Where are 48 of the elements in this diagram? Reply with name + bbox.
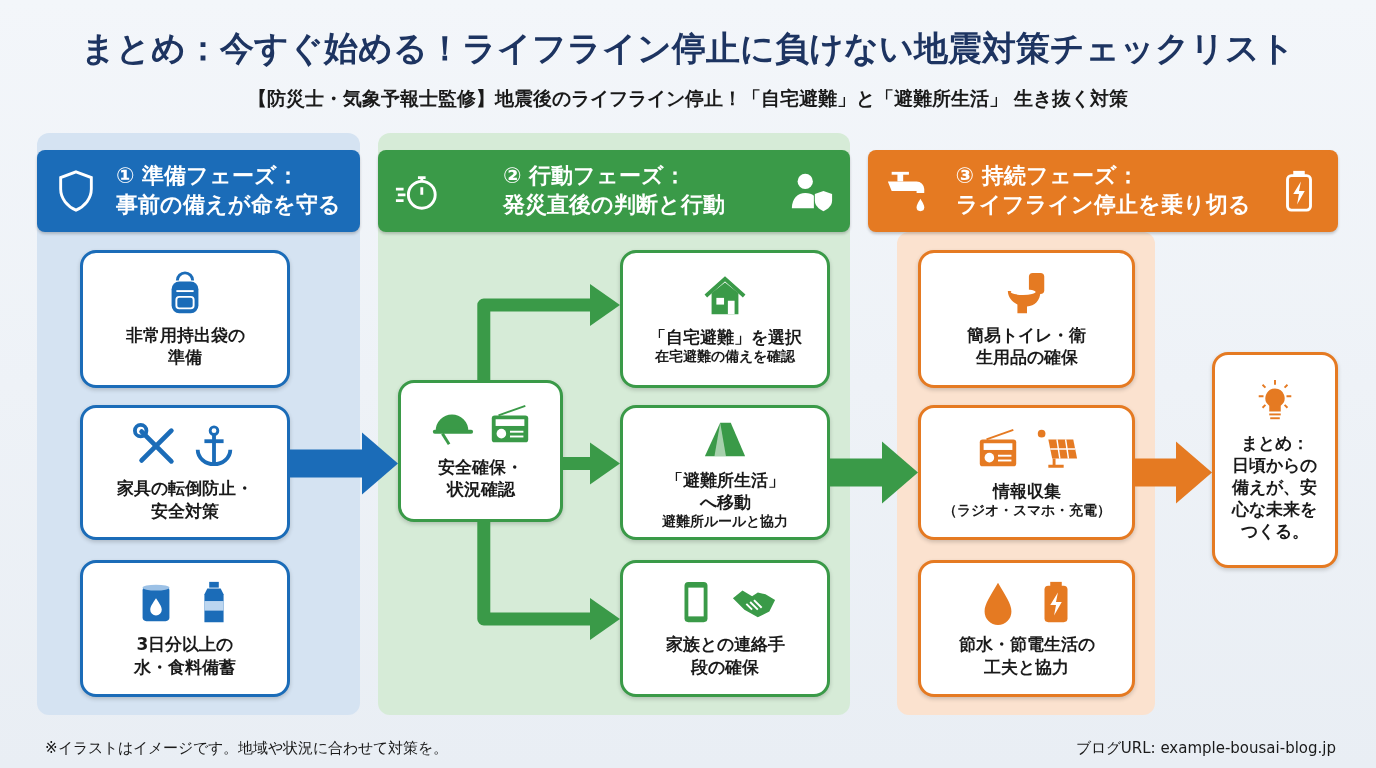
step-title: 「避難所生活」へ移動 [664, 468, 786, 513]
summary-card [1212, 352, 1338, 568]
phase-heading: ① 準備フェーズ： [116, 162, 300, 191]
step-note: 避難所ルールと協力 [661, 512, 789, 531]
phase-banner [868, 150, 1338, 232]
step-note: 在宅避難の備えを確認 [654, 348, 796, 366]
flow-arrow [290, 432, 398, 495]
summary-text: 日頃からの備えが、安心な未来をつくる。 [1230, 453, 1319, 543]
phase-subheading: 発災直後の判断と行動 [503, 191, 725, 219]
step-card [620, 250, 830, 388]
branch-arrow [563, 442, 620, 485]
step-title: 3日分以上の水・食料備蓄 [133, 633, 237, 678]
step-card [918, 250, 1135, 388]
step-title: 節水・節電生活の工夫と協力 [957, 633, 1096, 678]
step-title: 家族との連絡手段の確保 [664, 633, 786, 678]
step-title: 「自宅避難」を選択 [647, 326, 803, 349]
branch-arrow [477, 284, 620, 380]
phase-column [378, 133, 850, 715]
phase-heading: ② 行動フェーズ： [503, 162, 687, 191]
flow-arrow [1135, 441, 1212, 504]
step-title: 情報収集 [991, 479, 1062, 502]
step-card [918, 560, 1135, 697]
phase-subheading: 事前の備えが命を守る [116, 191, 341, 219]
phase-banner [378, 150, 850, 232]
step-card [398, 380, 563, 522]
step-card [918, 405, 1135, 540]
flow-arrow [830, 441, 918, 504]
branch-arrow [477, 522, 620, 640]
step-card [80, 560, 290, 697]
step-title: 非常用持出袋の準備 [124, 323, 246, 369]
step-card [620, 405, 830, 540]
step-note: （ラジオ・スマホ・充電） [942, 501, 1111, 520]
summary-heading: まとめ： [1240, 431, 1310, 454]
step-title: 安全確保・状況確認 [437, 455, 524, 501]
phase-banner [37, 150, 360, 232]
step-card [620, 560, 830, 697]
phase-subheading: ライフライン停止を乗り切る [955, 191, 1251, 219]
step-title: 家具の転倒防止・安全対策 [116, 477, 254, 522]
subtitle: 【防災士・気象予報士監修】地震後のライフライン停止！「自宅避難」と「避難所生活」 生き抜く対策 [246, 86, 1130, 111]
footnote: ※イラストはイメージです。地域や状況に合わせて対策を。 [45, 739, 448, 758]
phase-heading: ③ 持続フェーズ： [955, 162, 1139, 191]
step-card [80, 250, 290, 388]
phase-column [897, 232, 1155, 715]
phase-column [37, 133, 360, 715]
step-title: 簡易トイレ・衛生用品の確保 [966, 323, 1087, 369]
title: まとめ：今すぐ始める！ライフライン停止に負けない地震対策チェックリスト [80, 27, 1296, 70]
step-card [80, 405, 290, 540]
blog-url: ブログURL: example-bousai-blog.jp [1075, 739, 1336, 758]
